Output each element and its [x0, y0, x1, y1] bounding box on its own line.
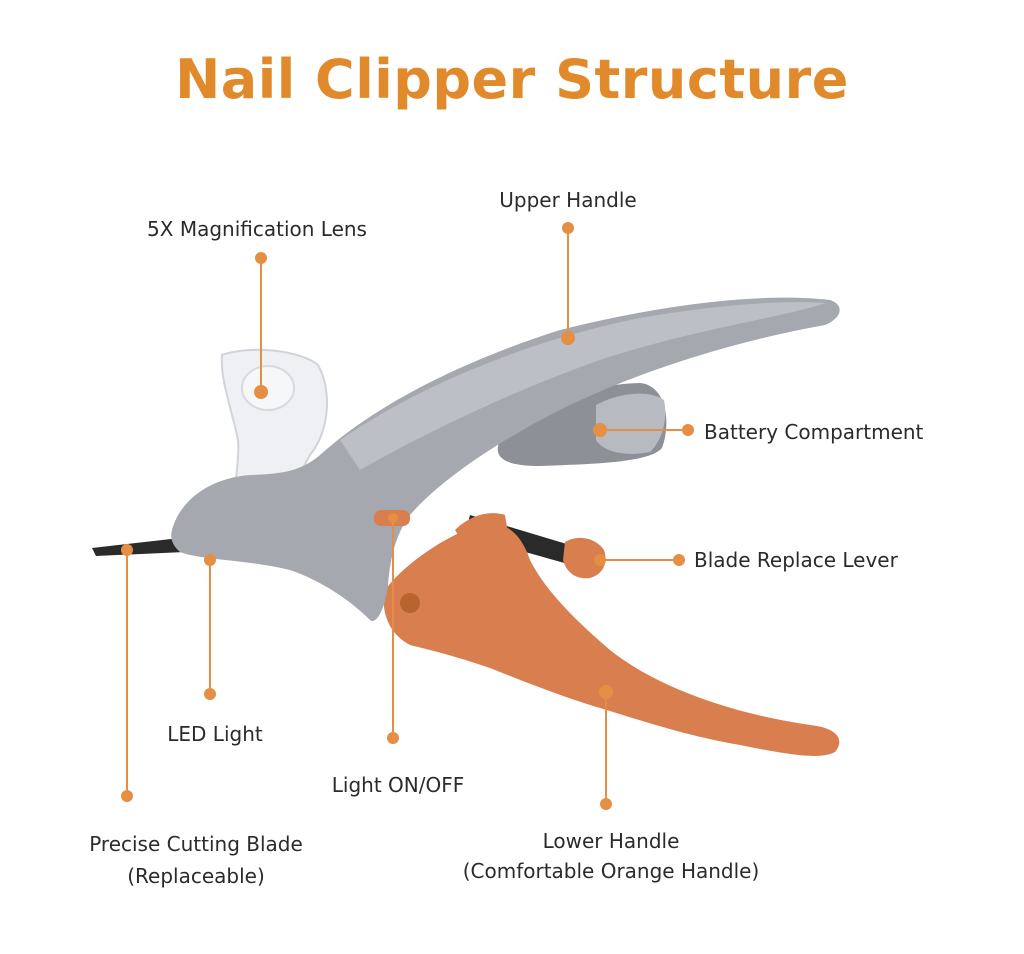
- dot-blade-bottom: [121, 790, 133, 802]
- label-led-light: LED Light: [167, 722, 263, 746]
- dot-switch-top: [388, 513, 398, 523]
- dot-lever-right: [673, 554, 685, 566]
- label-light-switch: Light ON/OFF: [331, 773, 465, 797]
- lower-handle-part: [383, 513, 840, 756]
- dot-lens-top: [255, 252, 267, 264]
- label-magnification-lens: 5X Magnification Lens: [147, 217, 367, 241]
- dot-battery-left: [593, 423, 607, 437]
- dot-lower-handle-top: [599, 685, 613, 699]
- label-lower-handle: Lower Handle (Comfortable Orange Handle): [440, 826, 782, 886]
- battery-compartment-part: [497, 383, 667, 466]
- label-battery-compartment: Battery Compartment: [704, 420, 924, 444]
- dot-lower-handle-bottom: [600, 798, 612, 810]
- label-lower-handle-line2: (Comfortable Orange Handle): [462, 859, 760, 883]
- label-blade-replace-lever: Blade Replace Lever: [694, 548, 898, 572]
- dot-led-bottom: [204, 688, 216, 700]
- dot-led-top: [204, 554, 216, 566]
- dot-switch-bottom: [387, 732, 399, 744]
- dot-upper-handle-bottom: [561, 331, 575, 345]
- leader-lines: [126, 228, 688, 804]
- dot-blade-top: [121, 544, 133, 556]
- label-cutting-blade: Precise Cutting Blade (Replaceable): [66, 828, 326, 892]
- label-cutting-blade-line1: Precise Cutting Blade: [89, 832, 303, 856]
- page-title: Nail Clipper Structure: [175, 48, 849, 111]
- dot-lens-bottom: [254, 385, 268, 399]
- dot-lever-left: [594, 554, 606, 566]
- label-cutting-blade-line2: (Replaceable): [127, 864, 265, 888]
- cutting-blade-part: [92, 538, 185, 556]
- dot-upper-handle-top: [562, 222, 574, 234]
- dot-battery-right: [682, 424, 694, 436]
- label-upper-handle: Upper Handle: [499, 188, 637, 212]
- callout-dots: [121, 222, 694, 810]
- label-lower-handle-line1: Lower Handle: [542, 829, 680, 853]
